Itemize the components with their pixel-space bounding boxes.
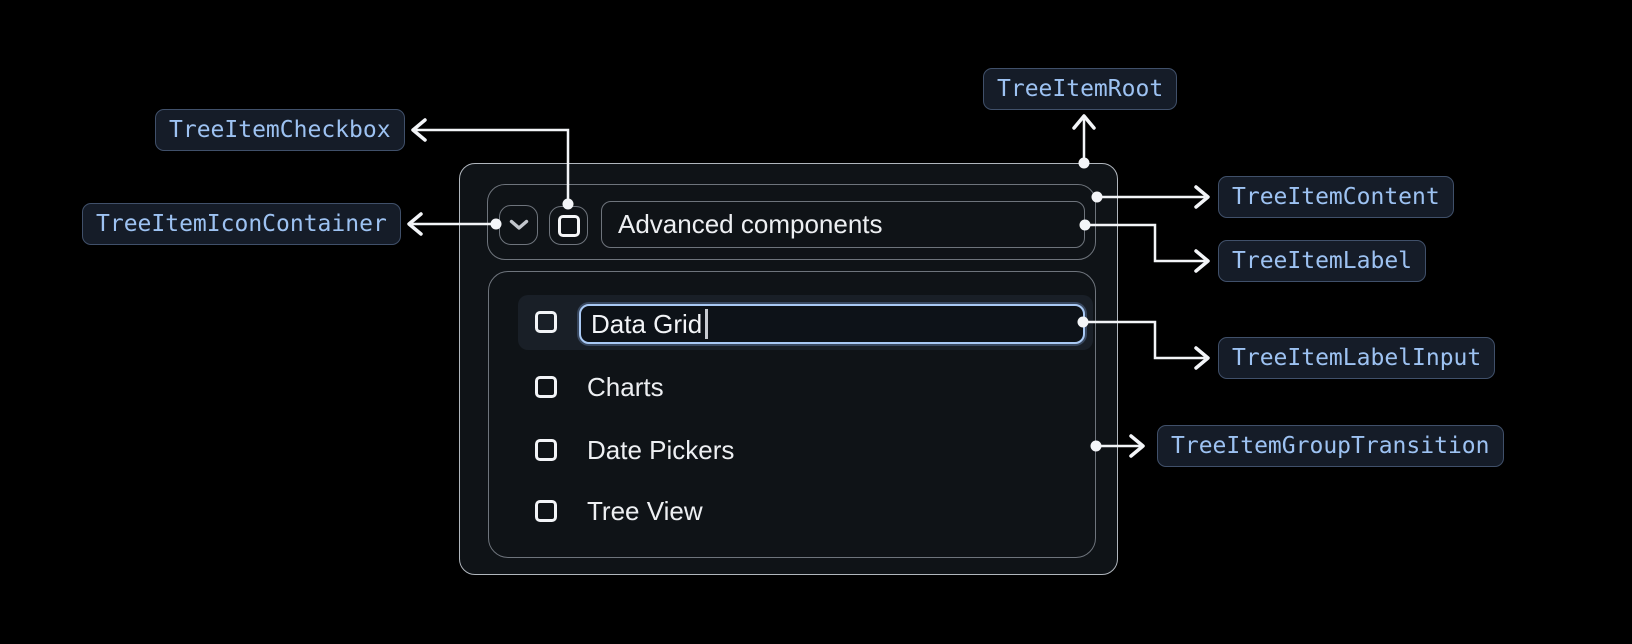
annotation-tree-item-content: TreeItemContent [1218, 176, 1454, 218]
tree-item-group-transition: Data Grid Charts Date Pickers Tree View [488, 271, 1096, 558]
arrowhead-right-icon [1129, 434, 1145, 458]
tree-item-checkbox-container [549, 206, 588, 245]
label-input-value: Data Grid [591, 308, 703, 339]
tree-item-label: Advanced components [601, 201, 1085, 248]
tree-row-label: Tree View [587, 495, 703, 526]
checkbox-icon[interactable] [535, 311, 557, 333]
checkbox-icon[interactable] [535, 439, 557, 461]
annotation-tree-item-root: TreeItemRoot [983, 68, 1178, 110]
text-caret [705, 309, 708, 339]
arrowhead-right-icon [1194, 185, 1210, 209]
chevron-down-icon [509, 219, 528, 230]
annotation-tree-item-label-input: TreeItemLabelInput [1218, 337, 1496, 379]
tree-item-icon-container[interactable] [499, 205, 538, 245]
tree-row-label: Date Pickers [587, 434, 735, 465]
arrowhead-left-icon [407, 212, 423, 236]
tree-row-editing[interactable]: Data Grid [518, 295, 1093, 350]
annotation-tree-item-icon-container: TreeItemIconContainer [82, 203, 401, 245]
checkbox-icon[interactable] [535, 376, 557, 398]
tree-item-root: Advanced components Data Grid Charts Dat… [459, 163, 1118, 575]
tree-row[interactable]: Date Pickers [535, 426, 734, 474]
tree-row-label: Charts [587, 371, 664, 402]
tree-item-checkbox-icon[interactable] [557, 214, 580, 237]
annotation-tree-item-label: TreeItemLabel [1218, 240, 1427, 282]
annotation-tree-item-group-transition: TreeItemGroupTransition [1157, 425, 1504, 467]
tree-row[interactable]: Charts [535, 363, 664, 411]
tree-item-content[interactable]: Advanced components [487, 184, 1096, 260]
arrowhead-right-icon [1194, 346, 1210, 370]
arrowhead-right-icon [1194, 249, 1210, 273]
tree-item-label-input[interactable]: Data Grid [579, 304, 1085, 344]
arrowhead-left-icon [411, 118, 427, 142]
checkbox-icon[interactable] [535, 500, 557, 522]
annotation-tree-item-checkbox: TreeItemCheckbox [155, 109, 405, 151]
tree-item-label-text: Advanced components [618, 209, 883, 239]
tree-row[interactable]: Tree View [535, 487, 703, 535]
arrowhead-up-icon [1072, 114, 1096, 130]
